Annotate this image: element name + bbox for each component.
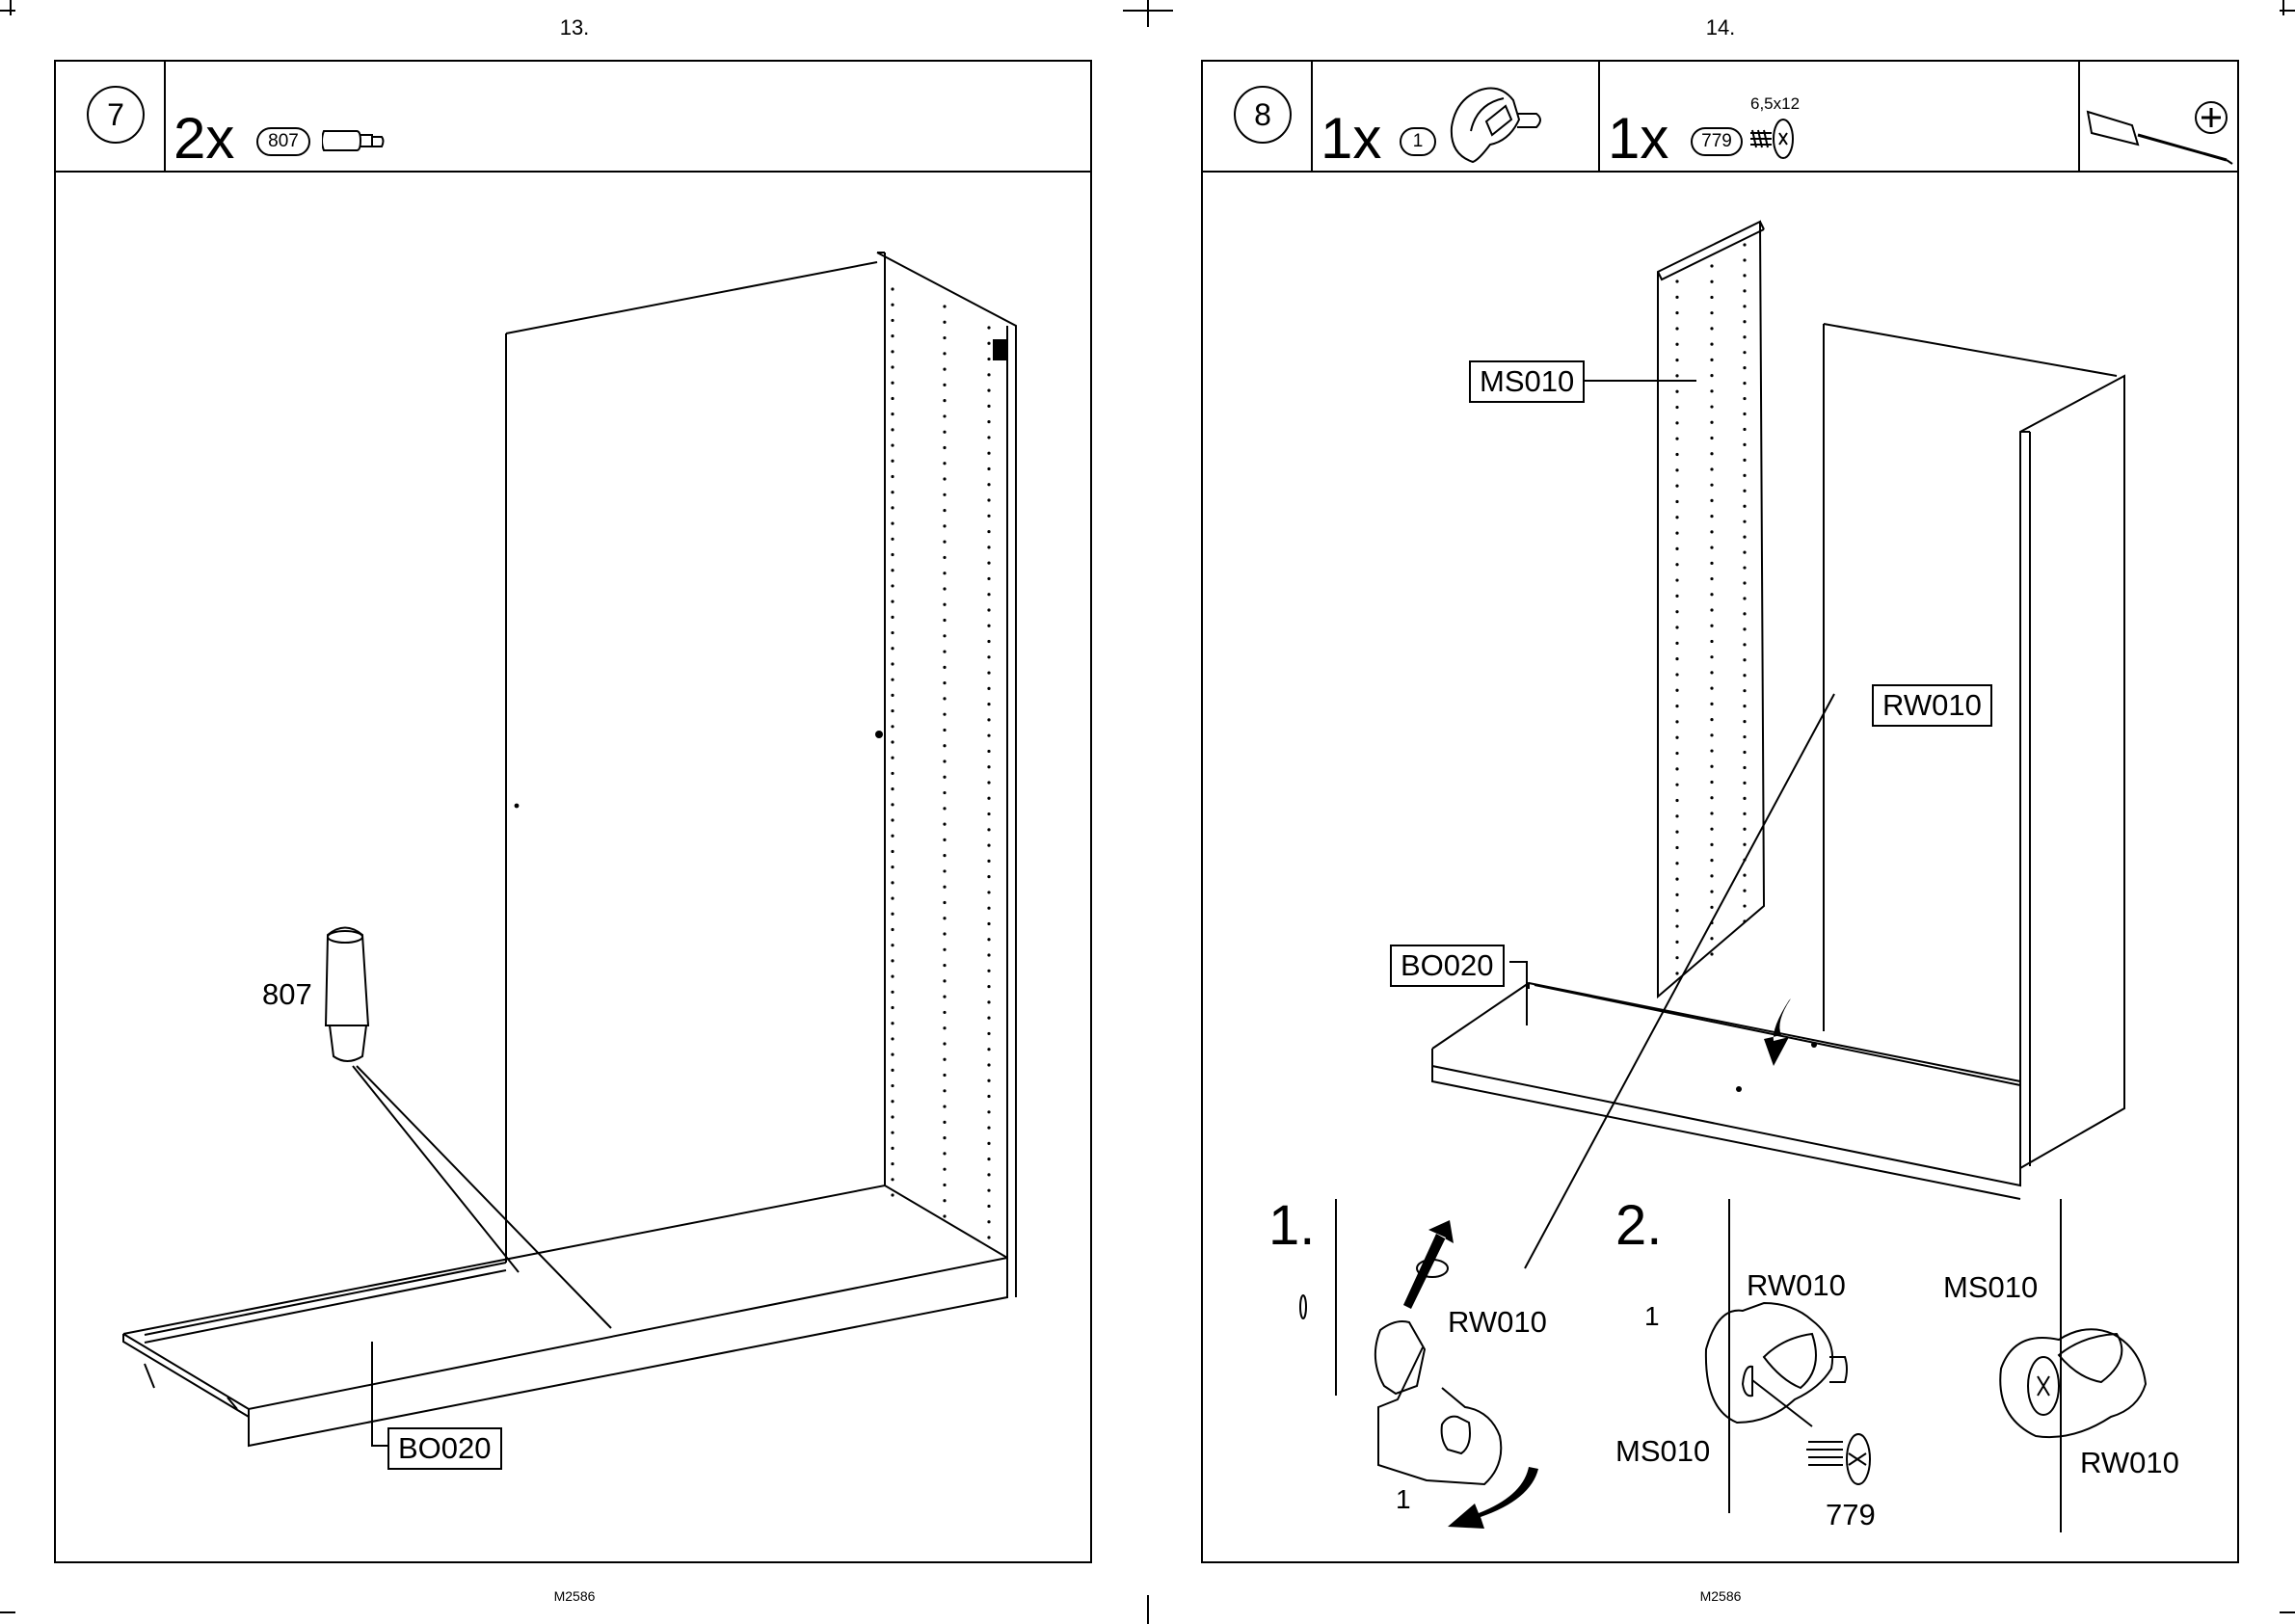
crop-mark [2280,1611,2295,1613]
part-807-callout: 807 [262,977,312,1012]
header-divider [1598,62,1600,171]
crop-mark [10,0,12,15]
connector-clip-icon [1444,77,1546,166]
page-footer-code: M2586 [478,1588,671,1604]
detail-2-index: 2. [1615,1193,1662,1258]
part-id-badge: 1 [1400,127,1436,156]
crop-mark [0,10,15,12]
detail-1-index: 1. [1268,1193,1315,1258]
step-8-panel: 8 1x 1 1x 779 6,5x12 [1201,60,2239,1563]
dowel-icon [322,121,386,164]
header-divider [2078,62,2080,171]
screw-icon [1748,118,1797,162]
detail-2-rw010-label: RW010 [1747,1268,1846,1303]
screw-size-label: 6,5x12 [1750,94,1800,114]
detail-1-part-label: 1 [1396,1484,1411,1515]
panel-ms010-label: MS010 [1469,360,1585,403]
detail-2-final-rw010-label: RW010 [2080,1446,2179,1480]
detail-1-rw010-label: RW010 [1448,1305,1547,1340]
page-number: 14. [1663,15,1778,40]
part-id-badge: 779 [1691,127,1743,156]
part-quantity: 1x [1608,110,1668,168]
crop-mark [0,1611,15,1613]
header-divider [1311,62,1313,171]
crop-mark [1147,0,1149,27]
header-divider [164,62,166,171]
detail-2-ms010-label: MS010 [1615,1434,1710,1469]
crop-mark [2282,0,2284,15]
panel-bo020-label: BO020 [1390,945,1505,987]
step-number: 7 [87,86,145,144]
panel-bo020-label: BO020 [387,1427,502,1470]
phillips-screwdriver-icon [2082,96,2236,170]
part-quantity: 2x [173,110,234,168]
page-footer-code: M2586 [1624,1588,1817,1604]
crop-mark [1147,1595,1149,1624]
part-quantity: 1x [1321,110,1381,168]
part-id-badge: 807 [256,127,310,156]
step-number: 8 [1234,86,1292,144]
step-7-panel: 7 2x 807 [54,60,1092,1563]
step-7-header: 7 2x 807 [56,62,1090,173]
detail-2-final-ms010-label: MS010 [1943,1270,2038,1305]
panel-rw010-label: RW010 [1872,684,1992,727]
detail-2-screw-label: 779 [1826,1498,1876,1532]
step-8-header: 8 1x 1 1x 779 6,5x12 [1203,62,2237,173]
page-number: 13. [517,15,632,40]
detail-2-part-label: 1 [1644,1301,1660,1332]
